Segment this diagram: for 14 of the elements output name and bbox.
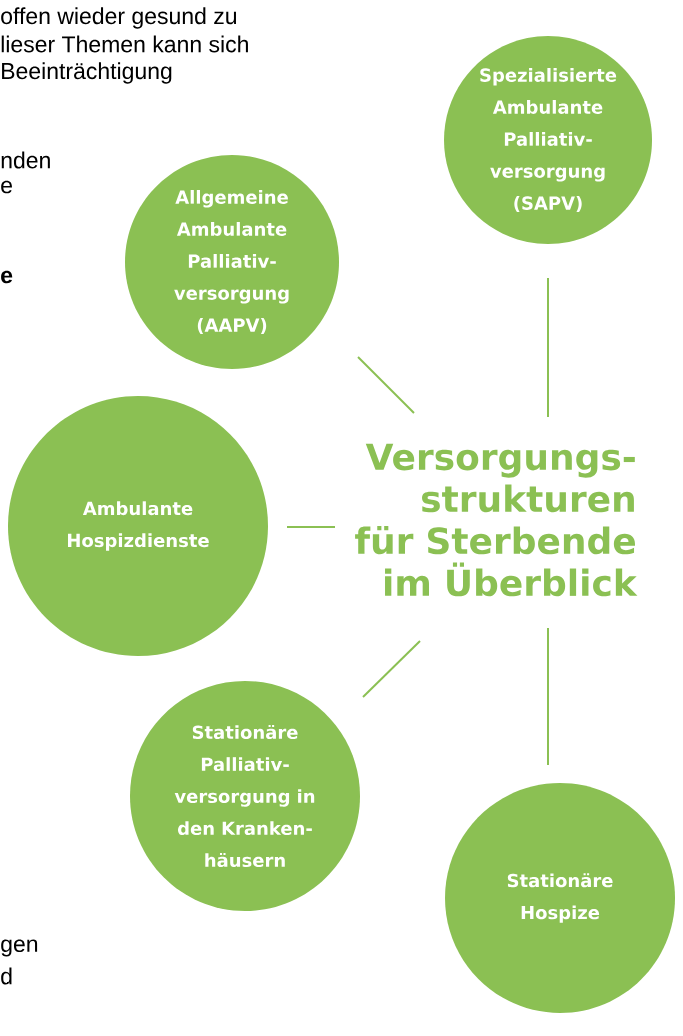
center-heading: Versorgungs- strukturen für Sterbende im Überblick [355, 443, 638, 597]
connector-line [286, 526, 336, 528]
text-fragment: e [1, 270, 13, 284]
connector-line [362, 640, 421, 698]
text-fragment: gen [1, 939, 38, 957]
text-fragment: Beeinträchtigung [2, 62, 172, 84]
connector-line [547, 627, 549, 766]
connector-line [547, 277, 549, 418]
text-fragment: lieser Themen kann sich [1, 35, 248, 53]
text-fragment: offen wieder gesund zu [1, 7, 237, 29]
text-fragment: e [1, 180, 12, 194]
text-fragment: d [1, 967, 12, 985]
connector-line [357, 356, 415, 414]
text-fragment: nden [1, 151, 50, 169]
